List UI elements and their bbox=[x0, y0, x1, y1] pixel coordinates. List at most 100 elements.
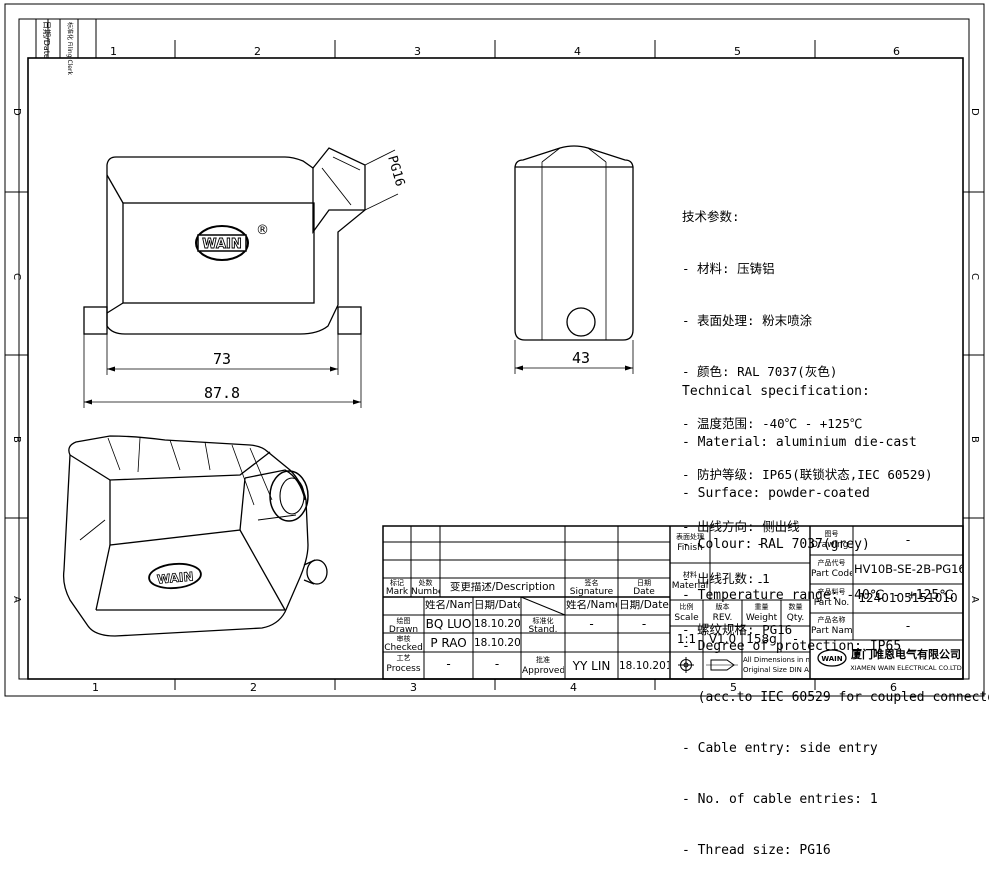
drawing-sheet: WAIN ® 73 87.8 PG16 43 WAIN bbox=[4, 3, 985, 697]
spec-en-item: - Temperature range: -40℃ - +125℃ bbox=[682, 588, 954, 603]
tb-qty-cn: 数量 bbox=[788, 603, 803, 611]
projection-symbol-icon bbox=[678, 657, 738, 673]
row-label-b-right: B bbox=[969, 436, 980, 443]
tb-stand-cn: 标准化 bbox=[532, 617, 554, 625]
tb-scale-cn: 比例 bbox=[679, 603, 694, 611]
row-label-d-left: D bbox=[11, 108, 22, 116]
col-label-2-top: 2 bbox=[254, 45, 261, 58]
tb-rev-cn: 版本 bbox=[715, 603, 730, 611]
row-label-c-right: C bbox=[969, 273, 980, 280]
tb-company-cn: 厦门唯恩电气有限公司 bbox=[851, 648, 961, 661]
tb-part-name-en: Part Name bbox=[811, 626, 852, 636]
tb-number-en: Number bbox=[411, 587, 440, 597]
tb-checked-en: Checked bbox=[384, 643, 423, 653]
col-label-6-top: 6 bbox=[893, 45, 900, 58]
tb-stand-en: Stand. bbox=[528, 625, 558, 635]
row-label-d-right: D bbox=[969, 108, 980, 116]
tb-date-cn: 日期 bbox=[637, 579, 651, 587]
tb-material-cn: 材料 bbox=[683, 571, 697, 579]
tb-drawn-name: BQ LUO bbox=[425, 617, 472, 631]
row-label-c-left: C bbox=[11, 273, 22, 280]
tb-drawn-en: Drawn bbox=[388, 625, 419, 635]
spec-cn-item: - 出线孔数: 1 bbox=[682, 570, 770, 586]
wain-logo-iso: WAIN bbox=[148, 562, 202, 590]
side-tab-date: 日期/Date bbox=[42, 21, 51, 59]
tb-description: 变更描述/Description bbox=[449, 582, 556, 592]
spec-en-item: - Material: aluminium die-cast bbox=[682, 435, 917, 450]
tb-stand-date: - bbox=[641, 617, 647, 631]
tb-drawn-cn: 绘图 bbox=[396, 617, 411, 625]
zone-labels: 1 2 3 4 5 6 1 2 3 4 5 6 D C B A D C B A … bbox=[11, 21, 980, 694]
tb-finish-cn: 表面处理 bbox=[676, 533, 704, 541]
col-label-3-top: 3 bbox=[414, 45, 421, 58]
tb-finish-en: Finish bbox=[677, 543, 703, 553]
spec-en-item: - Colour: RAL 7037(grey) bbox=[682, 537, 870, 552]
spec-cn-item: - 温度范围: -40℃ - +125℃ bbox=[682, 415, 863, 431]
tb-part-code-cn: 产品代号 bbox=[817, 559, 846, 567]
col-label-5-bottom: 5 bbox=[730, 681, 737, 694]
tb-checked-cn: 审核 bbox=[396, 635, 411, 643]
tb-part-no-en: Part No. bbox=[813, 598, 850, 608]
spec-en-title: Technical specification: bbox=[682, 384, 870, 399]
tb-approved-date: 18.10.2010 bbox=[619, 661, 669, 671]
tb-dims-note-1: All Dimensions in mm bbox=[743, 656, 809, 664]
logo-text-front: WAIN bbox=[202, 237, 242, 252]
tb-checked-date: 18.10.2010 bbox=[474, 638, 520, 648]
wain-logo-front: WAIN ® bbox=[195, 223, 269, 261]
tb-qty-value: - bbox=[793, 632, 798, 646]
spec-en-item: - Thread size: PG16 bbox=[682, 843, 831, 858]
tb-weight-value: 158g bbox=[746, 632, 777, 646]
company-logo-text: WAIN bbox=[821, 655, 842, 663]
tb-material-en: Material bbox=[671, 581, 709, 591]
col-label-6-bottom: 6 bbox=[890, 681, 897, 694]
spec-cn-title: 技术参数: bbox=[682, 209, 740, 225]
col-label-4-bottom: 4 bbox=[570, 681, 577, 694]
spec-cn-item: - 颜色: RAL 7037(灰色) bbox=[682, 364, 838, 380]
tb-signature-cn: 签名 bbox=[584, 579, 599, 587]
row-label-a-left: A bbox=[11, 596, 22, 603]
isometric-view bbox=[62, 435, 328, 637]
tb-material-value: - bbox=[757, 575, 763, 589]
tb-signature-en: Signature bbox=[569, 587, 614, 597]
tb-approved-cn: 批准 bbox=[536, 656, 550, 664]
outer-border bbox=[4, 3, 985, 697]
tb-approved-name: YY LIN bbox=[572, 659, 611, 673]
tb-number-cn: 处数 bbox=[418, 579, 433, 587]
front-view bbox=[83, 147, 399, 408]
spec-en-item: - Surface: powder-coated bbox=[682, 486, 870, 501]
tb-process-date: - bbox=[494, 657, 500, 671]
spec-en-item: - Degree of protection: IP65 bbox=[682, 639, 902, 654]
tb-rev-value: V1.0 bbox=[708, 632, 737, 646]
tb-stand-name: - bbox=[589, 617, 594, 631]
tb-mark-cn: 标记 bbox=[390, 579, 404, 587]
col-label-1-top: 1 bbox=[110, 45, 117, 58]
tb-rev-en: REV. bbox=[712, 613, 733, 623]
dim-width-top: 73 bbox=[213, 350, 231, 368]
spec-en-item: (acc.to IEC 60529 for coupled connector) bbox=[682, 690, 989, 705]
tb-process-cn: 工艺 bbox=[396, 654, 411, 662]
tb-drawing-no-value: - bbox=[905, 533, 911, 547]
tb-company-en: XIAMEN WAIN ELECTRICAL CO.LTD bbox=[850, 664, 962, 672]
dim-thread-label: PG16 bbox=[384, 154, 407, 188]
registered-mark: ® bbox=[256, 223, 269, 238]
tb-drawn-date: 18.10.2010 bbox=[474, 619, 520, 629]
spec-cn-item: - 表面处理: 粉末喷涂 bbox=[682, 312, 813, 328]
tb-part-no-cn: 产品料号 bbox=[817, 588, 846, 596]
spec-cn-block: 技术参数: - 材料: 压铸铝 - 表面处理: 粉末喷涂 - 颜色: RAL 7… bbox=[682, 174, 933, 656]
dimension-arrows bbox=[84, 365, 633, 405]
tb-part-name-value: - bbox=[905, 619, 911, 633]
dim-width-overall: 87.8 bbox=[204, 384, 240, 402]
dim-depth: 43 bbox=[572, 349, 590, 367]
spec-cn-item: - 出线方向: 侧出线 bbox=[682, 519, 800, 535]
tb-part-code-en: Part Code bbox=[811, 569, 852, 579]
tb-approved-en: Approved bbox=[522, 666, 564, 676]
logo-text-iso: WAIN bbox=[156, 569, 194, 586]
tb-scale-en: Scale bbox=[674, 613, 699, 623]
row-label-a-right: A bbox=[969, 596, 980, 603]
spec-cn-item: - 螺纹规格: PG16 bbox=[682, 622, 793, 638]
tb-qty-en: Qty. bbox=[786, 613, 805, 623]
tb-part-no-value: 1240105151010 bbox=[858, 591, 958, 605]
tb-date-en: Date bbox=[633, 587, 655, 597]
tb-name-col-2: 姓名/Name bbox=[566, 600, 617, 610]
tb-name-col: 姓名/Name bbox=[425, 600, 472, 610]
